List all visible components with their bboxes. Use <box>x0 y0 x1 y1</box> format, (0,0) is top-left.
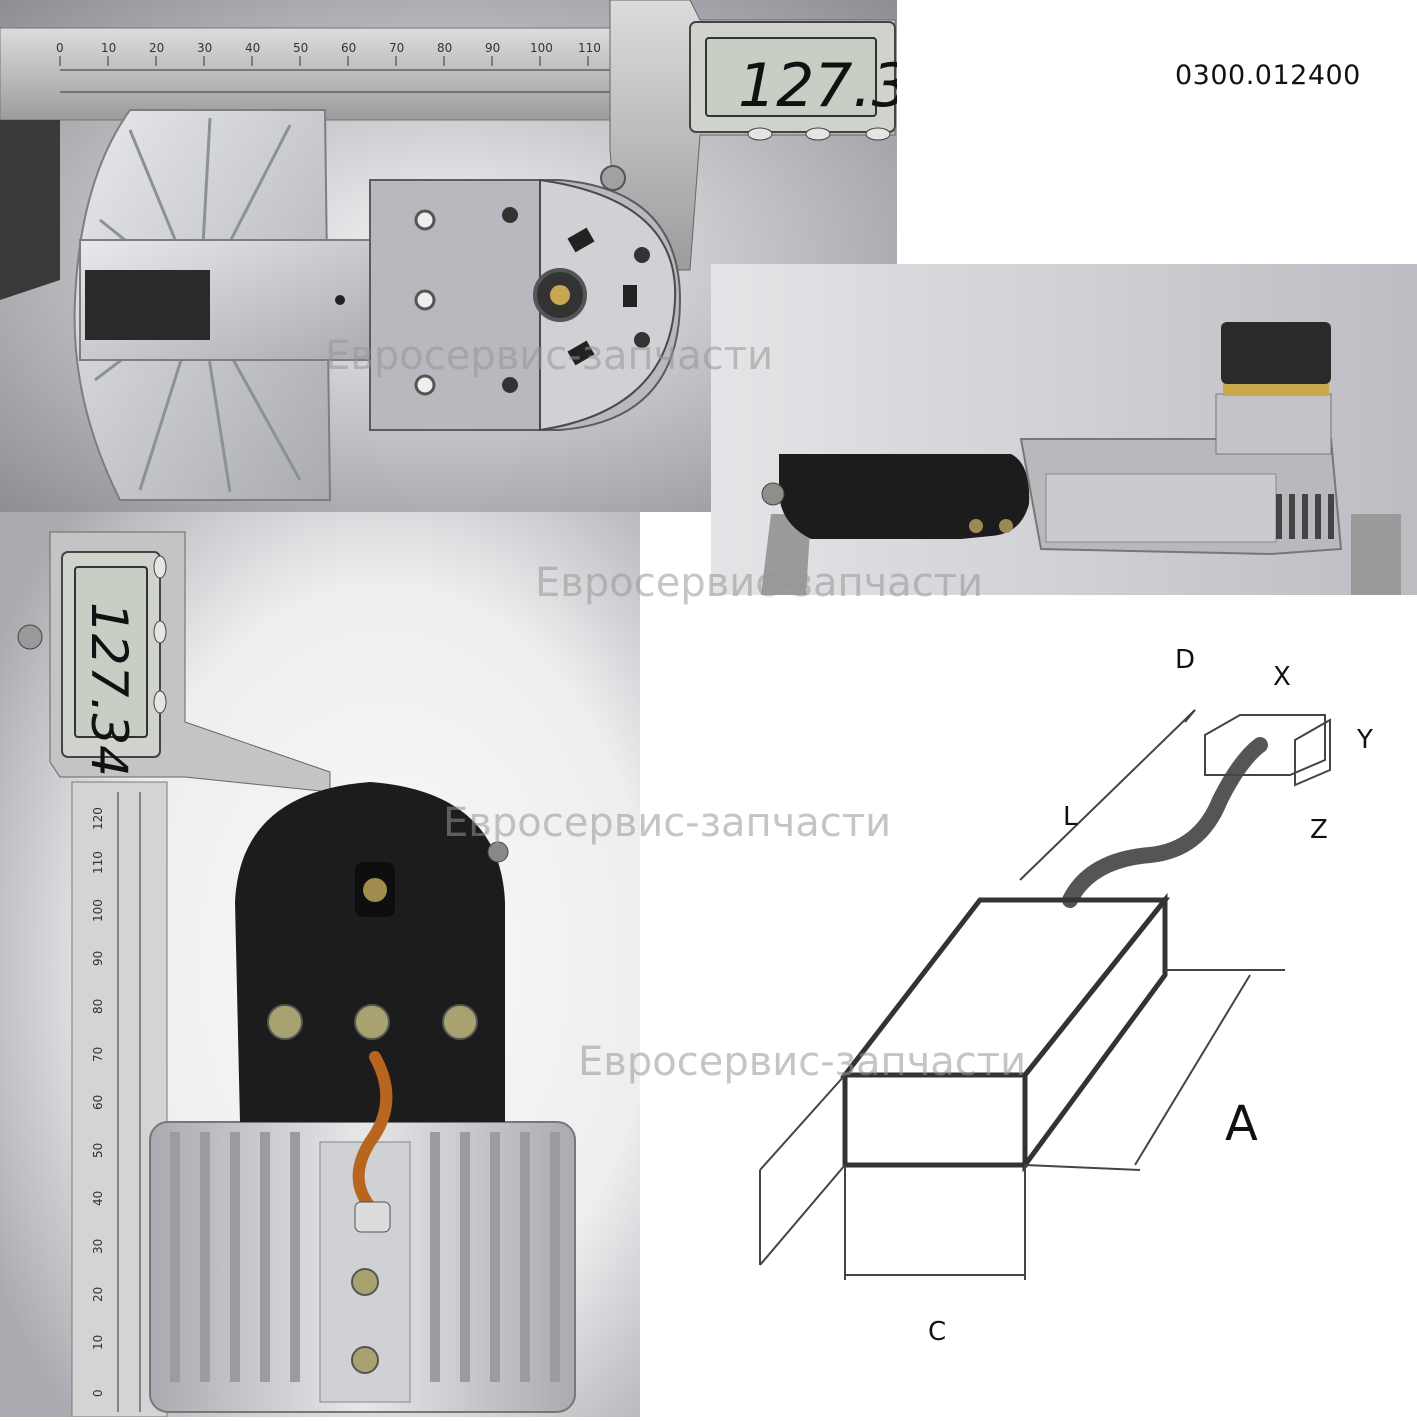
dimension-lines <box>759 709 1285 1280</box>
caliper-beam <box>0 28 700 120</box>
caliper-scale-ticks <box>59 56 665 93</box>
label-l: L <box>1063 802 1078 832</box>
carbon-brush-box <box>839 892 1171 1173</box>
svg-text:40: 40 <box>245 41 260 55</box>
svg-text:100: 100 <box>530 41 553 55</box>
label-b: B <box>700 1221 703 1277</box>
label-z: Z <box>1310 815 1328 845</box>
svg-text:120: 120 <box>91 807 105 830</box>
svg-text:90: 90 <box>485 41 500 55</box>
svg-text:10: 10 <box>91 1335 105 1350</box>
caliper-lcd-screen-vertical <box>74 566 148 738</box>
caliper-left-scale-labels: 0 10 20 30 40 50 60 70 80 90 100 110 120 <box>91 807 105 1397</box>
svg-text:60: 60 <box>341 41 356 55</box>
svg-text:100: 100 <box>91 899 105 922</box>
carbon-brush-top <box>85 270 210 340</box>
plastic-holder-front <box>235 782 505 1122</box>
svg-text:90: 90 <box>91 951 105 966</box>
svg-text:20: 20 <box>91 1287 105 1302</box>
svg-text:0: 0 <box>91 1389 105 1397</box>
terminal-screw-left <box>267 1004 303 1040</box>
svg-text:10: 10 <box>101 41 116 55</box>
photo-side-view <box>711 264 1417 595</box>
svg-text:60: 60 <box>91 1095 105 1110</box>
svg-text:70: 70 <box>91 1047 105 1062</box>
svg-text:110: 110 <box>91 851 105 874</box>
label-y: Y <box>1356 725 1373 755</box>
caliper-lcd-screen <box>705 37 877 117</box>
terminal-screw-right <box>442 1004 478 1040</box>
photo-bottom-caliper-measurement: 0 10 20 30 40 50 60 70 80 90 100 110 120… <box>0 512 640 1417</box>
photo-top-caliper-measurement: 0 10 20 30 40 50 60 70 80 90 100 110 120… <box>0 0 897 512</box>
svg-text:50: 50 <box>91 1143 105 1158</box>
label-d: D <box>1175 645 1195 675</box>
plastic-holder-side <box>779 454 1030 539</box>
label-c: C <box>928 1317 946 1347</box>
shunt-wire <box>1062 737 1268 908</box>
svg-text:20: 20 <box>149 41 164 55</box>
caliper-top-reading: 127.34 <box>738 51 897 121</box>
svg-text:80: 80 <box>91 999 105 1014</box>
svg-text:30: 30 <box>197 41 212 55</box>
label-x: X <box>1273 662 1291 692</box>
caliper-left-reading: 127.34 <box>80 602 138 777</box>
brush-dimension-diagram: D X Y Z L A B C <box>670 630 1417 1417</box>
svg-text:50: 50 <box>293 41 308 55</box>
svg-text:30: 30 <box>91 1239 105 1254</box>
svg-text:80: 80 <box>437 41 452 55</box>
svg-text:70: 70 <box>389 41 404 55</box>
svg-text:0: 0 <box>56 41 64 55</box>
label-a: A <box>1225 1096 1258 1152</box>
carbon-brush-side <box>1221 322 1331 384</box>
svg-text:40: 40 <box>91 1191 105 1206</box>
terminal-lug <box>1204 714 1326 776</box>
svg-text:110: 110 <box>578 41 601 55</box>
part-number: 0300.012400 <box>1175 60 1361 91</box>
copper-shunt-wire <box>352 1051 393 1218</box>
terminal-screw-center <box>354 1004 390 1040</box>
